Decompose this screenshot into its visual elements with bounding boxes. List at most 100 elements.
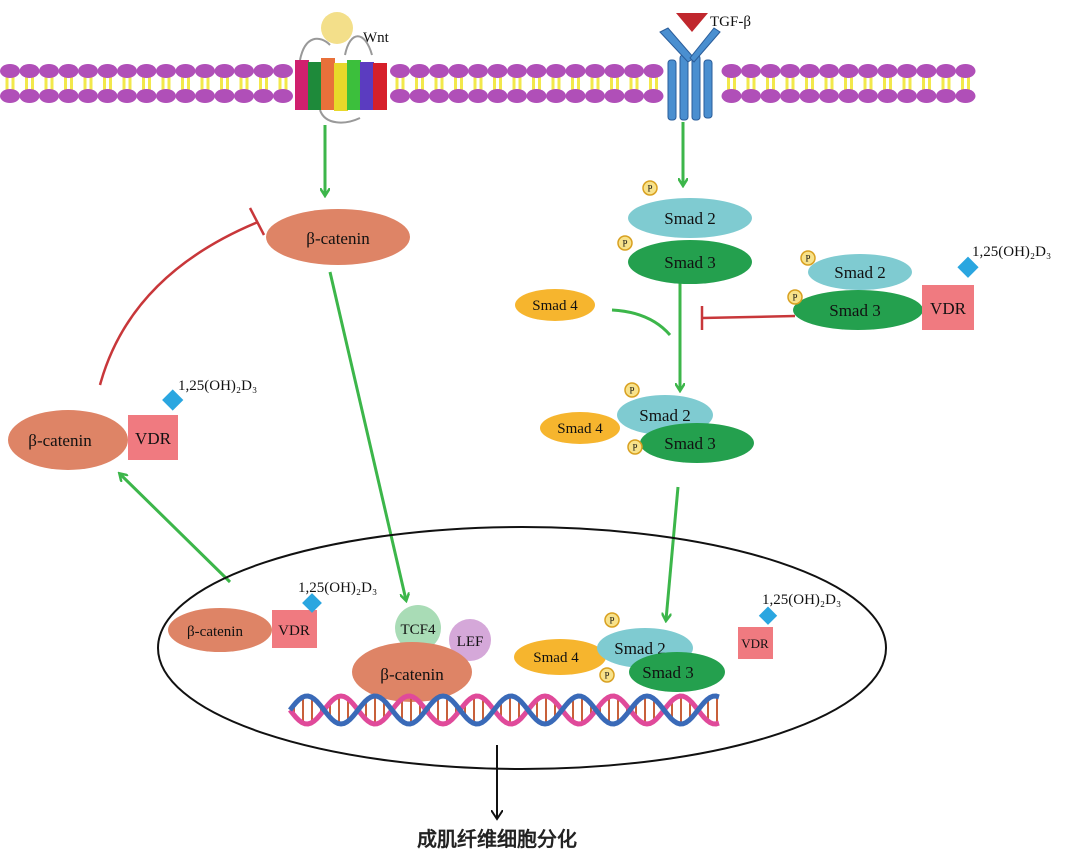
lipid-head: [429, 64, 449, 78]
wnt-ligand: [321, 12, 353, 44]
svg-text:β-catenin: β-catenin: [187, 624, 243, 640]
lipid-head: [526, 89, 547, 103]
lipid-head: [819, 64, 839, 78]
lipid-head: [273, 89, 293, 103]
dna-helix: [288, 693, 720, 727]
vdr-box: [128, 415, 178, 460]
beta-catenin-label: β-catenin: [306, 229, 370, 248]
svg-text:P: P: [604, 671, 609, 681]
lipid-head: [546, 64, 566, 78]
dna-strand: [288, 693, 720, 727]
svg-text:P: P: [647, 184, 652, 194]
svg-text:Smad 3: Smad 3: [664, 434, 715, 453]
tgf-beta-label: TGF-β: [710, 14, 751, 30]
svg-text:Smad 4: Smad 4: [533, 650, 579, 666]
lipid-head: [565, 89, 586, 103]
lipid-head: [858, 89, 878, 103]
lipid-head: [273, 64, 293, 78]
smad4-join-arrow: [611, 308, 672, 336]
svg-text:P: P: [632, 443, 637, 453]
lipid-head: [643, 64, 664, 78]
smad4-label: Smad 4: [532, 298, 578, 314]
lipid-head: [175, 89, 196, 103]
svg-text:1,25(OH)₂D₃: 1,25(OH)₂D₃: [298, 580, 377, 596]
svg-text:Smad 3: Smad 3: [829, 301, 880, 320]
lipid-head: [78, 89, 98, 103]
svg-text:Smad 2: Smad 2: [834, 263, 885, 282]
nucleus: [157, 526, 887, 770]
nuclear-beta-catenin-vdr: β-catenin VDR 1,25(OH)₂D₃: [168, 580, 377, 652]
export-arrow: [120, 474, 232, 584]
smad-nuclear-arrow: [666, 486, 680, 620]
svg-text:LEF: LEF: [457, 634, 484, 650]
lipid-head: [955, 89, 976, 103]
smad-trimer-cytoplasm: Smad 4 Smad 2 Smad 3: [540, 395, 754, 463]
lipid-head: [858, 64, 878, 78]
svg-text:VDR: VDR: [930, 299, 967, 318]
wnt-label: Wnt: [363, 30, 390, 46]
lipid-head: [136, 89, 157, 103]
lipid-head: [955, 64, 976, 78]
phosphate-icon: P: [604, 612, 620, 628]
lipid-head: [448, 64, 469, 78]
lipid-head: [585, 89, 605, 103]
lipid-head: [760, 89, 781, 103]
vdr-smad-complex: Smad 2 Smad 3 VDR 1,25(OH)₂D₃: [793, 244, 1051, 330]
svg-text:β-catenin: β-catenin: [380, 665, 444, 684]
nuclear-smad-trimer: Smad 4 Smad 2 Smad 3: [514, 628, 725, 692]
lipid-head: [117, 64, 137, 78]
lipid-head: [214, 89, 235, 103]
lipid-head: [721, 64, 742, 78]
lipid-head: [741, 64, 761, 78]
outcome-label: 成肌纤维细胞分化: [417, 827, 577, 851]
lipid-head: [624, 64, 644, 78]
lipid-head: [156, 89, 176, 103]
lipid-head: [877, 89, 898, 103]
beta-catenin-nuclear-arrow: [328, 271, 406, 600]
lipid-head: [936, 64, 956, 78]
svg-text:Smad 2: Smad 2: [664, 209, 715, 228]
lipid-head: [39, 64, 59, 78]
svg-text:Smad 3: Smad 3: [664, 253, 715, 272]
lipid-head: [234, 89, 254, 103]
lipid-head: [799, 64, 820, 78]
lipid-head: [741, 89, 761, 103]
lipid-head: [585, 64, 605, 78]
lipid-head: [546, 89, 566, 103]
lipid-head: [838, 64, 859, 78]
lipid-head: [721, 89, 742, 103]
lipid-head: [19, 89, 40, 103]
lipid-head: [409, 89, 430, 103]
phosphate-icon: P: [627, 439, 643, 455]
phosphate-icon: P: [617, 235, 633, 251]
smad-inhibition-line: [701, 314, 796, 320]
lipid-head: [390, 89, 410, 103]
lipid-head: [526, 64, 547, 78]
lipid-head: [214, 64, 235, 78]
svg-text:VDR: VDR: [278, 623, 310, 639]
svg-text:P: P: [609, 616, 614, 626]
lipid-head: [136, 64, 157, 78]
lipid-head: [156, 64, 176, 78]
svg-text:1,25(OH)₂D₃: 1,25(OH)₂D₃: [762, 592, 841, 608]
svg-text:P: P: [622, 239, 627, 249]
svg-text:TCF4: TCF4: [400, 622, 436, 638]
lipid-head: [58, 89, 79, 103]
lipid-head: [78, 64, 98, 78]
svg-text:1,25(OH)₂D₃: 1,25(OH)₂D₃: [972, 244, 1051, 260]
svg-text:P: P: [805, 254, 810, 264]
lipid-head: [604, 89, 625, 103]
lipid-head: [117, 89, 137, 103]
lipid-head: [97, 64, 118, 78]
phosphate-icon: P: [599, 667, 615, 683]
lipid-head: [253, 89, 274, 103]
tcf4-lef-beta-catenin: TCF4 LEF β-catenin: [352, 605, 491, 702]
svg-text:Smad 2: Smad 2: [614, 639, 665, 658]
frizzled-receptor: [295, 35, 387, 124]
lipid-head: [0, 89, 20, 103]
lipid-head: [624, 89, 644, 103]
lipid-head: [819, 89, 839, 103]
